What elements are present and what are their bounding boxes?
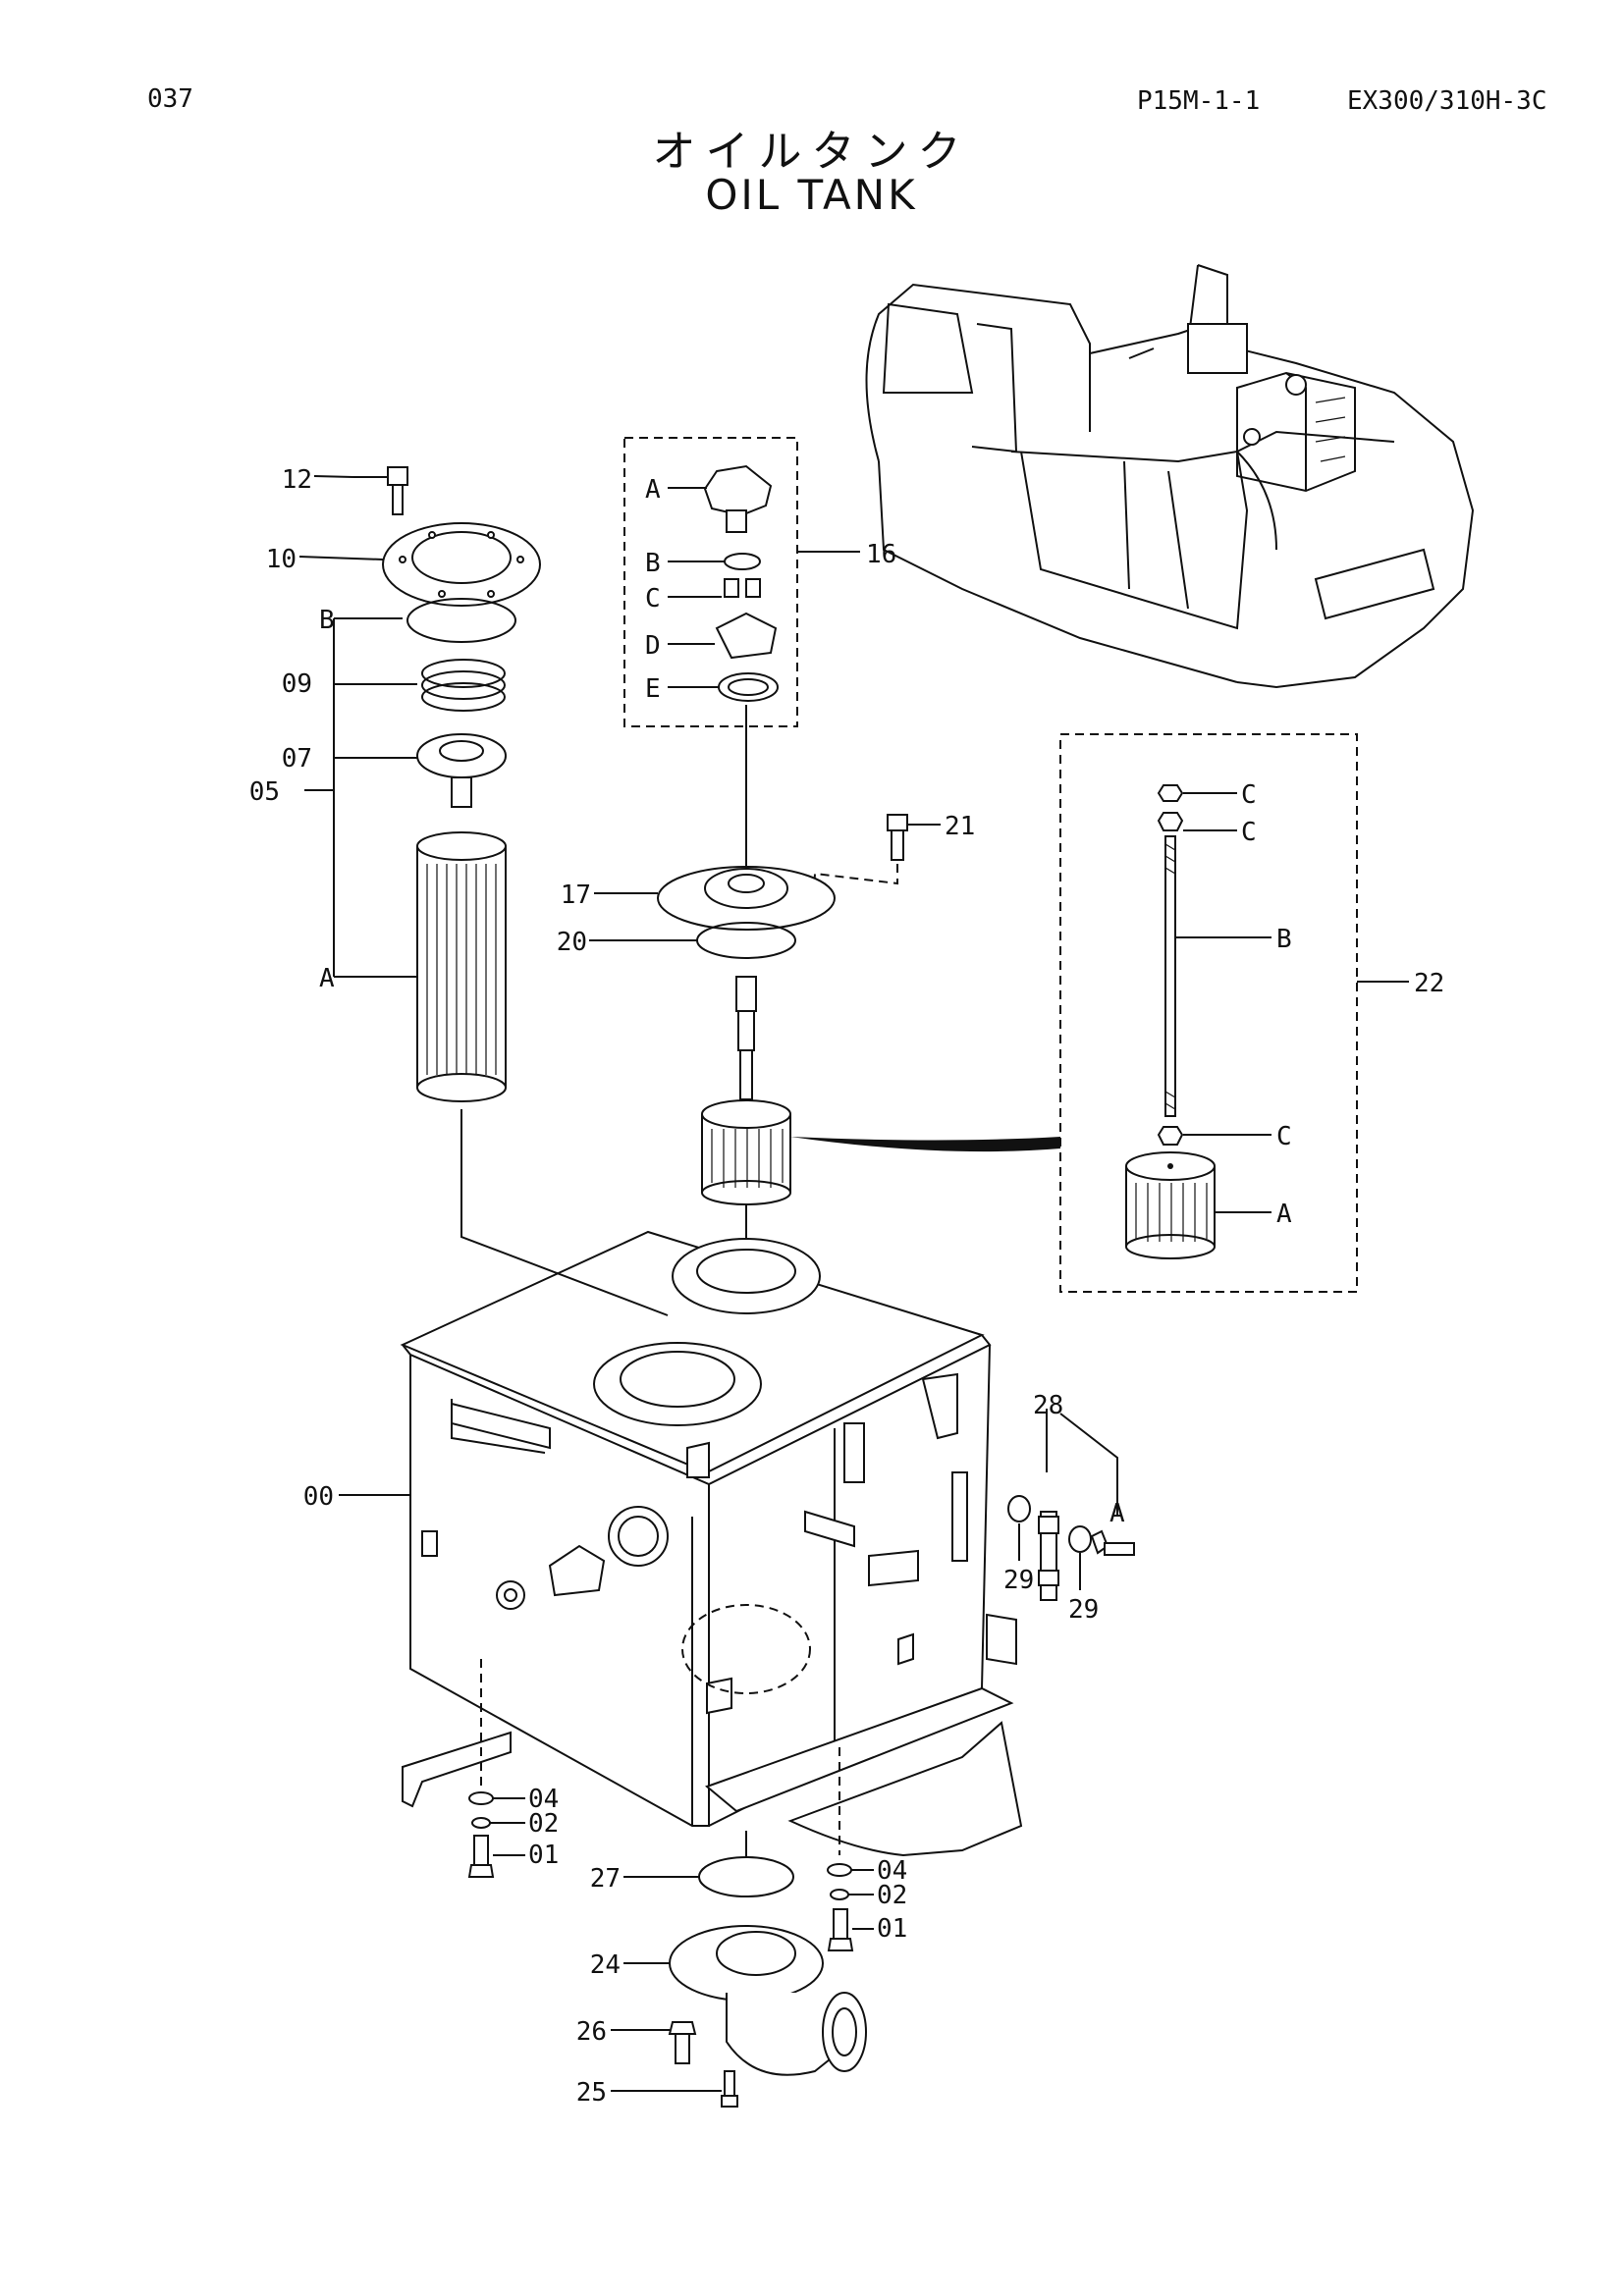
callout-b-left: B <box>319 606 335 635</box>
mounting-fasteners-right <box>827 1863 874 1951</box>
callout-22-c1: C <box>1241 780 1257 810</box>
callout-24: 24 <box>590 1950 621 1980</box>
callout-16-c: C <box>645 584 661 614</box>
suction-filter-assembly <box>657 814 1060 1266</box>
callout-05: 05 <box>249 777 280 807</box>
model-code: EX300/310H-3C <box>1347 86 1547 116</box>
callout-01-left: 01 <box>528 1841 559 1870</box>
callout-22-c3: C <box>1276 1122 1292 1151</box>
strainer-group-box <box>1059 733 1358 1293</box>
callout-00: 00 <box>303 1482 334 1512</box>
callout-28-a: A <box>1109 1499 1125 1528</box>
callout-29-left: 29 <box>1003 1566 1034 1595</box>
oil-tank-body <box>400 1230 1023 1857</box>
callout-28: 28 <box>1033 1391 1063 1420</box>
suction-flange <box>611 1925 867 2108</box>
callout-21: 21 <box>945 812 975 841</box>
callout-12: 12 <box>282 465 312 495</box>
callout-17: 17 <box>561 881 591 910</box>
figure-code: P15M-1-1 <box>1137 86 1261 116</box>
callout-29-right: 29 <box>1068 1595 1099 1625</box>
callout-01-right: 01 <box>877 1914 907 1944</box>
strainer-kit <box>1125 784 1216 1259</box>
callout-22-a: A <box>1276 1200 1292 1229</box>
callout-16-e: E <box>645 674 661 704</box>
o-ring-27 <box>698 1856 794 1897</box>
callout-a-left: A <box>319 964 335 993</box>
callout-09: 09 <box>282 669 312 699</box>
title-english: OIL TANK <box>705 171 918 219</box>
callout-16-d: D <box>645 631 661 661</box>
breather-assembly <box>703 464 779 869</box>
callout-04-left: 04 <box>528 1785 559 1814</box>
breather-group-box <box>623 437 798 727</box>
callout-04-right: 04 <box>877 1856 907 1886</box>
callout-labels: 12 10 B 09 07 05 A A B C D E 16 21 17 20… <box>249 465 1445 2108</box>
callout-02-right: 02 <box>877 1881 907 1910</box>
page-number: 037 <box>147 84 193 114</box>
return-filter-assembly <box>353 466 669 1316</box>
callout-22-c2: C <box>1241 818 1257 847</box>
callout-16-b: B <box>645 549 661 578</box>
callout-22: 22 <box>1414 969 1444 998</box>
callout-02-left: 02 <box>528 1809 559 1839</box>
title-japanese: オイルタンク <box>652 127 971 177</box>
callout-22-b: B <box>1276 925 1292 954</box>
callout-27: 27 <box>590 1864 621 1894</box>
excavator-illustration <box>865 264 1475 689</box>
callout-07: 07 <box>282 744 312 774</box>
callout-16-a: A <box>645 475 661 505</box>
callout-10: 10 <box>266 545 297 574</box>
callout-26: 26 <box>576 2017 607 2047</box>
callout-25: 25 <box>576 2078 607 2108</box>
level-gauge <box>1007 1409 1135 1601</box>
callout-20: 20 <box>557 928 587 957</box>
callout-16: 16 <box>866 540 896 569</box>
mounting-fasteners-left <box>467 1791 525 1878</box>
